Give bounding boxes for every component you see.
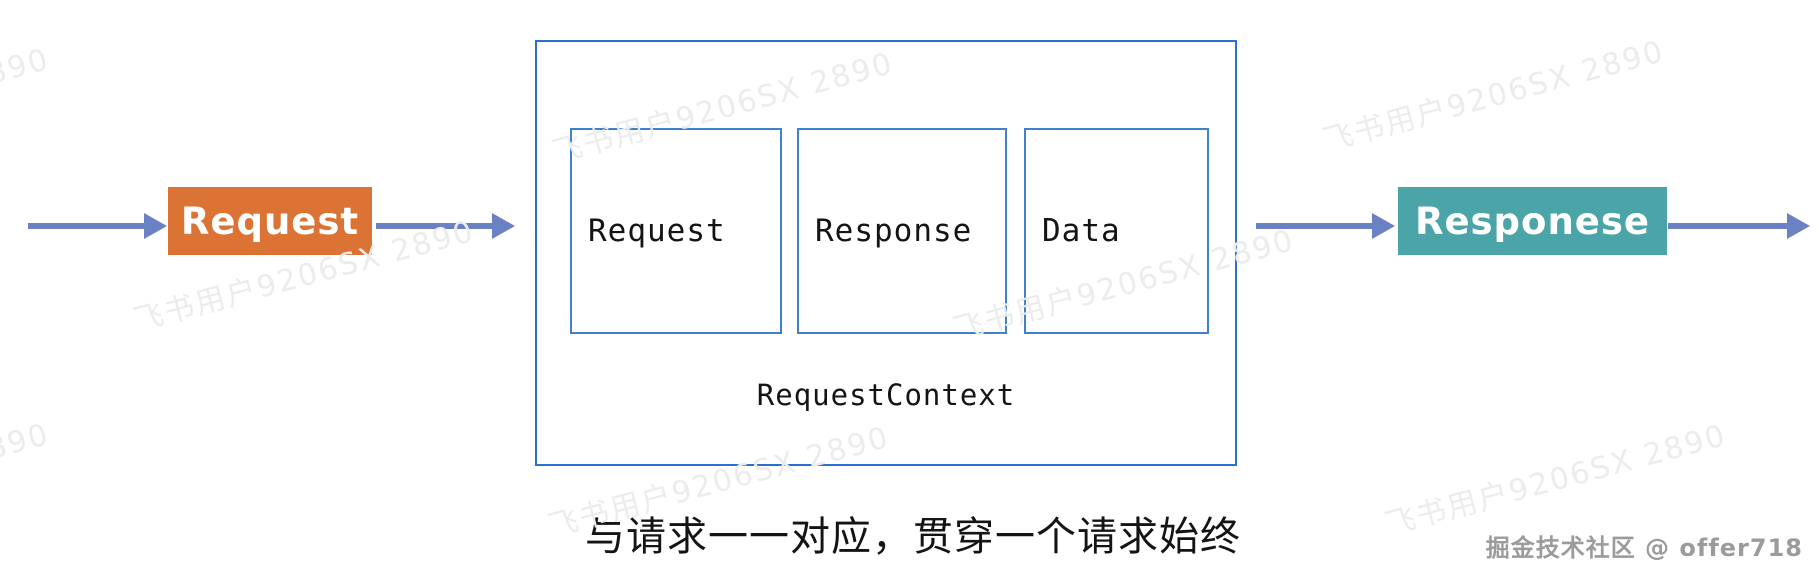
- feishu-watermark: 飞书用户9206SX 2890: [0, 41, 54, 167]
- juejin-credit: 掘金技术社区 @ offer718: [1485, 534, 1803, 562]
- flow-arrow-icon: [1668, 212, 1811, 240]
- diagram-caption: 与请求一一对应，贯穿一个请求始终: [585, 514, 1241, 560]
- request-context-box: Request Response Data RequestContext: [535, 40, 1237, 466]
- context-request-box: Request: [570, 128, 782, 334]
- feishu-watermark: 飞书用户9206SX 2890: [0, 416, 54, 542]
- feishu-watermark: 飞书用户9206SX 2890: [1381, 417, 1731, 543]
- context-data-label: Data: [1042, 213, 1121, 249]
- feishu-watermark: 飞书用户9206SX 2890: [1319, 33, 1669, 159]
- flow-arrow-icon: [1256, 212, 1396, 240]
- context-request-label: Request: [588, 213, 726, 249]
- flow-arrow-icon: [28, 212, 168, 240]
- response-box-label: Responese: [1414, 199, 1651, 243]
- context-response-box: Response: [797, 128, 1007, 334]
- response-box: Responese: [1398, 187, 1667, 255]
- request-context-label: RequestContext: [756, 378, 1016, 412]
- request-box-label: Request: [180, 199, 360, 243]
- request-box: Request: [168, 187, 372, 255]
- context-data-box: Data: [1024, 128, 1209, 334]
- flow-arrow-icon: [376, 212, 516, 240]
- context-response-label: Response: [815, 213, 973, 249]
